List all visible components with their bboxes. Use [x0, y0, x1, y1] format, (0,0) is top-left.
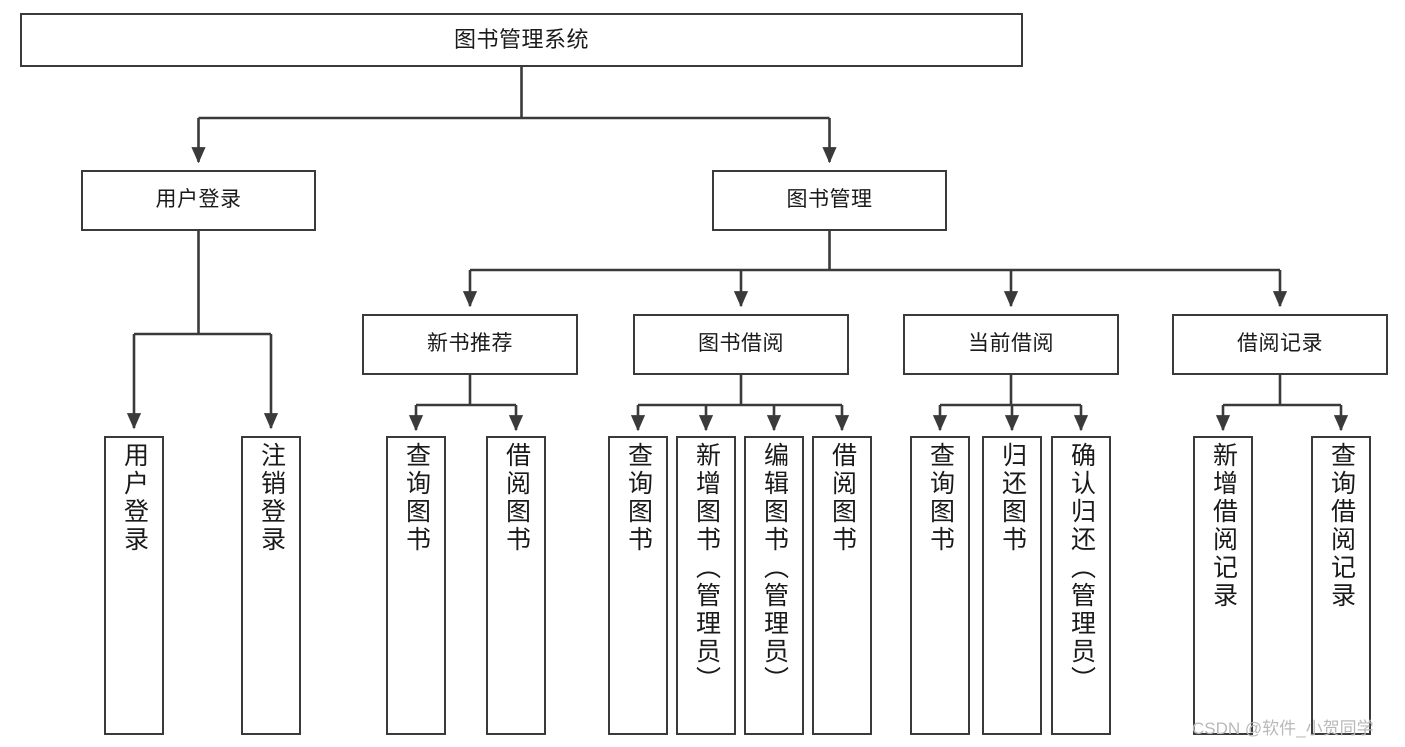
node-leaf-add-book-admin[interactable]: 新增图书（管理员） — [676, 436, 736, 735]
node-user-login-label: 用户登录 — [155, 188, 242, 212]
node-leaf-query-book-2[interactable]: 查询图书 — [608, 436, 668, 735]
node-leaf-user-login[interactable]: 用户登录 — [104, 436, 164, 735]
node-leaf-add-borrow-record[interactable]: 新增借阅记录 — [1193, 436, 1253, 735]
node-leaf-logout-label: 注销登录 — [257, 442, 286, 554]
node-leaf-confirm-return-admin-label: 确认归还（管理员） — [1067, 442, 1096, 694]
node-leaf-query-book-3[interactable]: 查询图书 — [910, 436, 970, 735]
node-book-borrow-label: 图书借阅 — [698, 332, 784, 356]
node-borrow-record-label: 借阅记录 — [1237, 332, 1323, 356]
node-leaf-query-book-2-label: 查询图书 — [624, 442, 653, 554]
node-leaf-add-book-admin-label: 新增图书（管理员） — [692, 442, 721, 694]
node-leaf-query-book-1-label: 查询图书 — [402, 442, 431, 554]
node-leaf-user-login-label: 用户登录 — [120, 442, 149, 554]
node-new-book-recommend[interactable]: 新书推荐 — [362, 314, 578, 375]
node-leaf-query-borrow-record[interactable]: 查询借阅记录 — [1311, 436, 1371, 735]
node-current-borrow[interactable]: 当前借阅 — [903, 314, 1119, 375]
node-leaf-add-borrow-record-label: 新增借阅记录 — [1209, 442, 1238, 610]
node-book-borrow[interactable]: 图书借阅 — [633, 314, 849, 375]
node-leaf-borrow-book-2-label: 借阅图书 — [828, 442, 857, 554]
node-leaf-query-book-3-label: 查询图书 — [926, 442, 955, 554]
node-new-book-recommend-label: 新书推荐 — [427, 332, 513, 356]
watermark: CSDN @软件_小贺同学 — [1192, 719, 1374, 738]
node-leaf-edit-book-admin-label: 编辑图书（管理员） — [760, 442, 789, 694]
node-root[interactable]: 图书管理系统 — [20, 13, 1023, 67]
node-leaf-borrow-book-2[interactable]: 借阅图书 — [812, 436, 872, 735]
node-user-login[interactable]: 用户登录 — [81, 170, 316, 231]
node-leaf-borrow-book-1[interactable]: 借阅图书 — [486, 436, 546, 735]
node-leaf-query-borrow-record-label: 查询借阅记录 — [1327, 442, 1356, 610]
node-leaf-confirm-return-admin[interactable]: 确认归还（管理员） — [1051, 436, 1111, 735]
node-leaf-return-book-label: 归还图书 — [998, 442, 1027, 554]
node-leaf-logout[interactable]: 注销登录 — [241, 436, 301, 735]
node-current-borrow-label: 当前借阅 — [968, 332, 1054, 356]
node-root-label: 图书管理系统 — [453, 27, 589, 53]
node-borrow-record[interactable]: 借阅记录 — [1172, 314, 1388, 375]
node-leaf-query-book-1[interactable]: 查询图书 — [386, 436, 446, 735]
node-leaf-edit-book-admin[interactable]: 编辑图书（管理员） — [744, 436, 804, 735]
node-leaf-return-book[interactable]: 归还图书 — [982, 436, 1042, 735]
node-leaf-borrow-book-1-label: 借阅图书 — [502, 442, 531, 554]
node-book-manage-label: 图书管理 — [786, 188, 873, 212]
node-book-manage[interactable]: 图书管理 — [712, 170, 947, 231]
